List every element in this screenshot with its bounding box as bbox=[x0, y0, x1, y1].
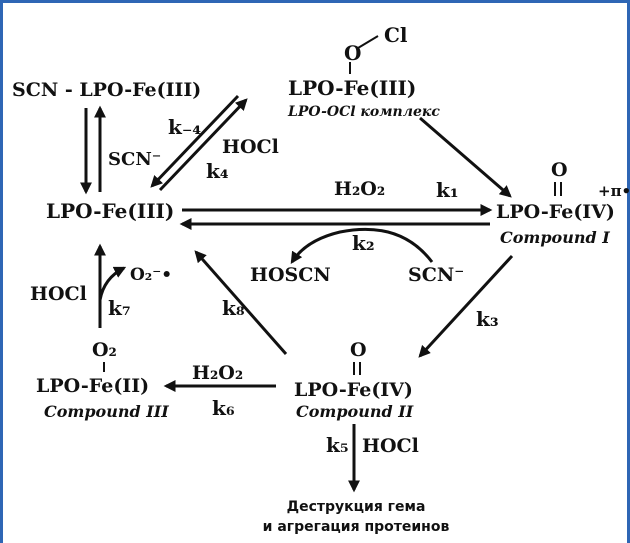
compound3-o2: O₂ bbox=[92, 339, 117, 361]
compound2-caption: Compound II bbox=[296, 402, 414, 421]
rate-k1: k₁ bbox=[436, 178, 459, 202]
outcome-line-2: и агрегация протеинов bbox=[263, 519, 450, 535]
rate-k3: k₃ bbox=[476, 307, 499, 331]
reagent-h2o2-k6: H₂O₂ bbox=[192, 362, 243, 384]
reagent-hocl-k5: HOCl bbox=[362, 435, 419, 457]
lpo-fe3-top: LPO-Fe(III) bbox=[288, 76, 416, 100]
rate-k7: k₇ bbox=[108, 296, 131, 320]
ocl-bond bbox=[357, 35, 379, 49]
rate-k5: k₅ bbox=[326, 433, 349, 457]
rate-k8: k₈ bbox=[222, 296, 245, 320]
compound2-label: LPO-Fe(IV) bbox=[294, 379, 413, 401]
compound2-oxygen: O bbox=[350, 339, 367, 361]
reagent-hocl-k4: HOCl bbox=[222, 136, 279, 158]
lpo-ocl-caption: LPO-OCl комплекс bbox=[287, 104, 440, 120]
rate-k-minus4: k₋₄ bbox=[168, 115, 201, 139]
compound3-label: LPO-Fe(II) bbox=[36, 375, 149, 397]
arrow-k3 bbox=[418, 254, 514, 358]
rate-k2: k₂ bbox=[352, 231, 375, 255]
scn-lpo-fe3-complex: SCN - LPO-Fe(III) bbox=[12, 79, 201, 101]
reagent-h2o2-k1: H₂O₂ bbox=[334, 178, 385, 200]
arrow-scn-to-hoscn bbox=[290, 227, 434, 265]
compound1-label: LPO-Fe(IV) bbox=[496, 201, 615, 223]
compound1-oxygen: O bbox=[551, 159, 568, 181]
outcome-line-1: Деструкция гема bbox=[287, 499, 426, 515]
arrow-k8 bbox=[194, 250, 288, 355]
arrow-k7-superoxide-branch bbox=[98, 266, 127, 301]
lpo-fe3-left: LPO-Fe(III) bbox=[46, 199, 174, 223]
compound1-caption: Compound I bbox=[500, 228, 610, 247]
rate-k6: k₆ bbox=[212, 396, 235, 420]
reagent-hocl-k7: HOCl bbox=[30, 283, 87, 305]
arrow-k4-forward bbox=[158, 98, 248, 192]
rate-k4: k₄ bbox=[206, 159, 229, 183]
superoxide-radical: O₂⁻• bbox=[130, 265, 172, 285]
arrow-k-minus4-reverse bbox=[150, 94, 240, 188]
compound1-charge: +π• bbox=[598, 182, 630, 200]
ocl-chlorine: Cl bbox=[384, 23, 408, 47]
scn-minus-substrate: SCN⁻ bbox=[408, 264, 464, 286]
hoscn-product: HOSCN bbox=[250, 264, 331, 286]
ocl-oxygen: O bbox=[344, 41, 361, 65]
compound3-caption: Compound III bbox=[44, 402, 169, 421]
reagent-scn-left: SCN⁻ bbox=[108, 149, 161, 170]
arrow-ocl-to-compound1 bbox=[419, 116, 512, 198]
